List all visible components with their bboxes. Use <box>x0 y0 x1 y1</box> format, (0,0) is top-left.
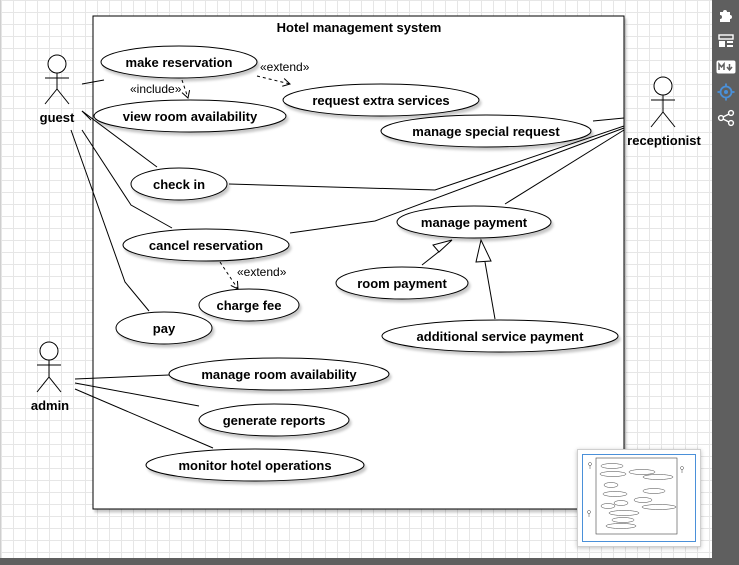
use-case-view-room-availability[interactable]: view room availability <box>93 99 287 133</box>
use-case-generate-reports[interactable]: generate reports <box>198 403 350 437</box>
target-icon[interactable] <box>715 81 736 102</box>
minimap-thumbnail <box>587 457 684 535</box>
association-lines <box>70 79 625 449</box>
actor-receptionist-label: receptionist <box>627 133 701 148</box>
format-panel-icon[interactable] <box>715 30 736 51</box>
right-toolbar <box>712 0 739 558</box>
svg-text:manage payment: manage payment <box>421 215 528 230</box>
use-case-manage-special-request[interactable]: manage special request <box>380 114 592 148</box>
use-case-cancel-reservation[interactable]: cancel reservation <box>122 228 290 262</box>
use-case-pay[interactable]: pay <box>115 311 213 345</box>
markdown-icon[interactable] <box>715 56 736 77</box>
use-case-additional-service-payment[interactable]: additional service payment <box>381 319 619 353</box>
svg-text:monitor hotel operations: monitor hotel operations <box>178 458 331 473</box>
svg-text:view room availability: view room availability <box>123 109 258 124</box>
svg-text:additional service payment: additional service payment <box>417 329 585 344</box>
svg-text:charge fee: charge fee <box>216 298 281 313</box>
svg-text:cancel reservation: cancel reservation <box>149 238 263 253</box>
extend-label-request: «extend» <box>260 60 310 74</box>
actor-receptionist[interactable] <box>650 76 676 128</box>
svg-text:room payment: room payment <box>357 276 447 291</box>
svg-text:manage room availability: manage room availability <box>201 367 357 382</box>
use-case-check-in[interactable]: check in <box>130 167 228 201</box>
system-title: Hotel management system <box>277 20 442 35</box>
use-case-charge-fee[interactable]: charge fee <box>198 288 300 322</box>
use-case-diagram: Hotel management system <box>31 15 702 510</box>
extend-label-charge: «extend» <box>237 265 287 279</box>
use-case-make-reservation[interactable]: make reservation <box>100 45 258 79</box>
svg-text:pay: pay <box>153 321 176 336</box>
use-case-manage-room-availability[interactable]: manage room availability <box>168 357 390 391</box>
svg-text:request extra services: request extra services <box>312 93 449 108</box>
actor-guest[interactable] <box>44 54 70 105</box>
puzzle-icon[interactable] <box>715 4 736 25</box>
minimap-viewport[interactable] <box>582 454 696 542</box>
svg-text:manage special request: manage special request <box>412 124 560 139</box>
use-case-monitor-hotel-operations[interactable]: monitor hotel operations <box>145 448 365 482</box>
use-case-manage-payment[interactable]: manage payment <box>396 205 552 239</box>
diagram-canvas[interactable]: Hotel management system <box>0 0 713 558</box>
actor-admin[interactable] <box>36 341 62 393</box>
include-label: «include» <box>130 82 182 96</box>
svg-text:check in: check in <box>153 177 205 192</box>
use-case-request-extra-services[interactable]: request extra services <box>282 83 480 117</box>
actor-admin-label: admin <box>31 398 69 413</box>
bottom-bar <box>0 558 739 565</box>
use-case-room-payment[interactable]: room payment <box>335 266 469 300</box>
outline-minimap[interactable] <box>577 449 701 547</box>
svg-text:make reservation: make reservation <box>126 55 233 70</box>
share-icon[interactable] <box>715 107 736 128</box>
actor-guest-label: guest <box>40 110 75 125</box>
svg-text:generate reports: generate reports <box>223 413 326 428</box>
generalization-lines <box>421 238 496 320</box>
